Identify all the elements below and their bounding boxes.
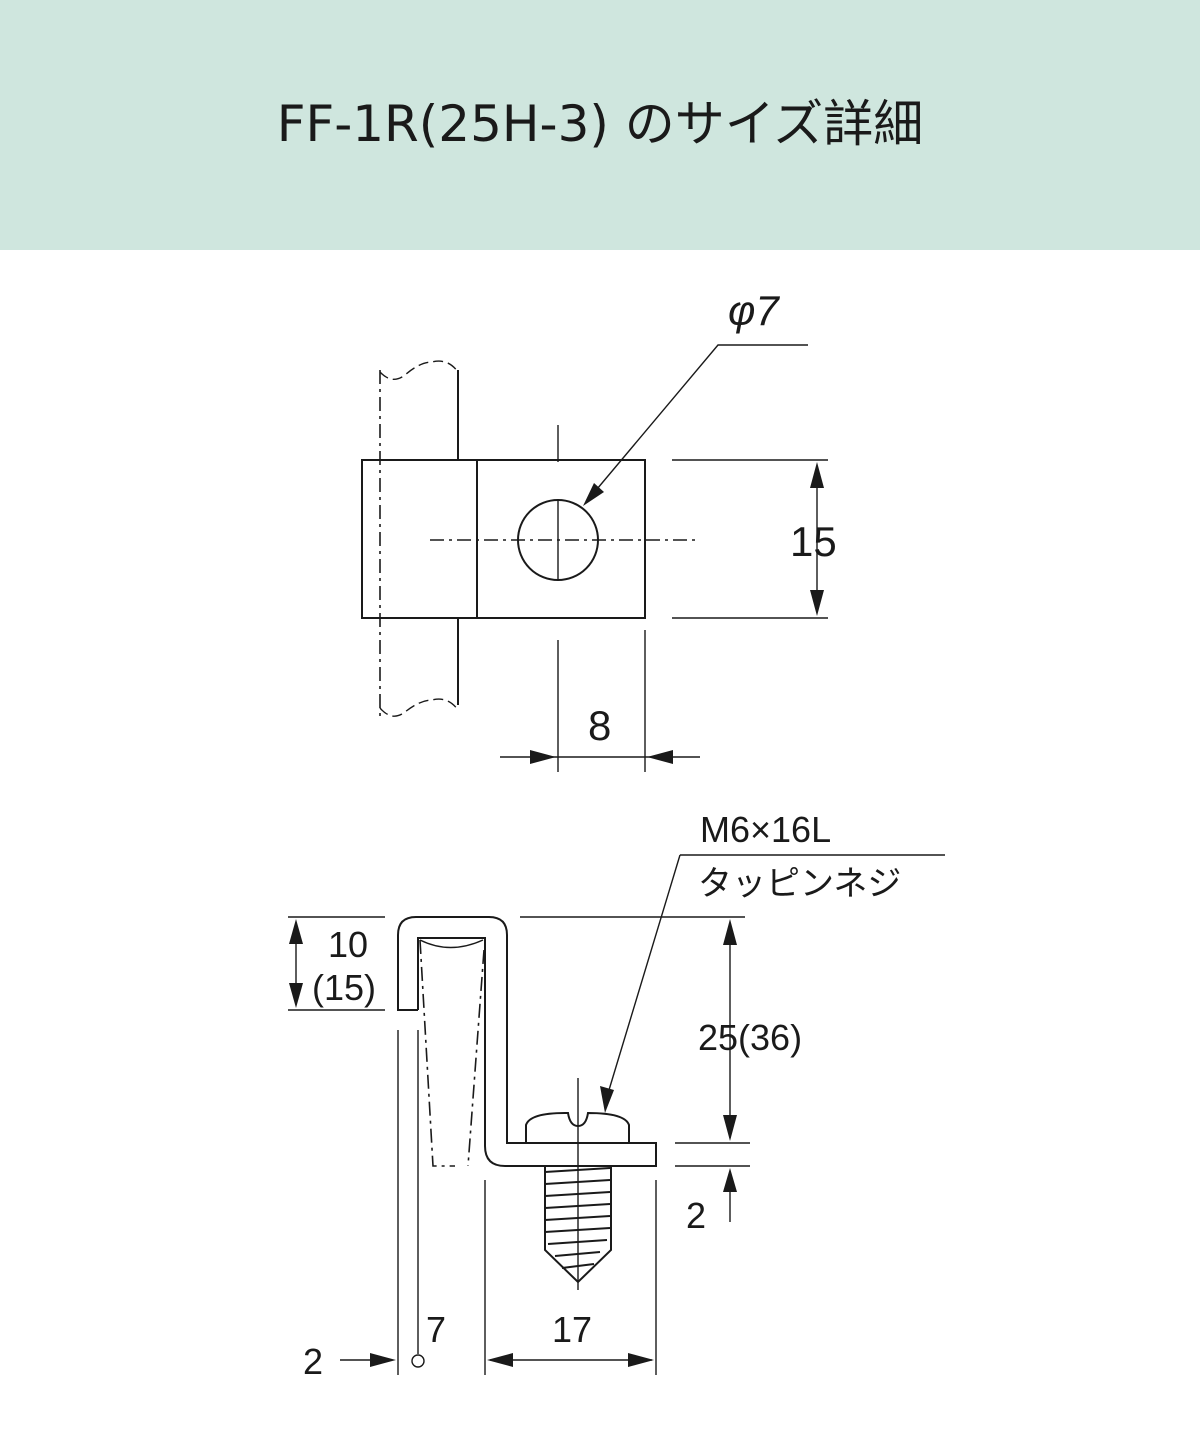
page-title: FF-1R(25H-3) のサイズ詳細 xyxy=(276,95,924,153)
dim-inner-width-label: 7 xyxy=(426,1309,446,1350)
dim-drop-label: 25(36) xyxy=(698,1017,802,1058)
screw-spec-label: M6×16L xyxy=(700,809,831,850)
dim-width-label: 8 xyxy=(588,702,611,749)
bracket-profile xyxy=(397,916,657,1167)
dim-flange-label: 17 xyxy=(552,1309,592,1350)
shelf-hidden-left xyxy=(419,939,455,1167)
dim-left-thickness-label: 2 xyxy=(303,1341,323,1382)
dim-hook-depth-alt-label: (15) xyxy=(312,967,376,1008)
dim-thickness-label: 2 xyxy=(686,1195,706,1236)
pipe-break-top xyxy=(379,360,459,380)
dim-hole-label: φ7 xyxy=(728,287,780,334)
side-view: M6×16L タッピンネジ 10 (15) 25(36) 2 2 7 xyxy=(288,809,945,1382)
pipe-break-bottom xyxy=(379,698,459,717)
screw-type-label: タッピンネジ xyxy=(698,864,901,904)
shelf-hidden-right xyxy=(467,949,485,1167)
bracket-plate xyxy=(361,459,646,619)
screw-threads xyxy=(544,1166,612,1284)
top-view: 15 φ7 8 xyxy=(361,287,837,772)
dim-height-label: 15 xyxy=(790,518,837,565)
dim-hook-depth-label: 10 xyxy=(328,924,368,965)
header-banner: FF-1R(25H-3) のサイズ詳細 xyxy=(0,0,1200,250)
